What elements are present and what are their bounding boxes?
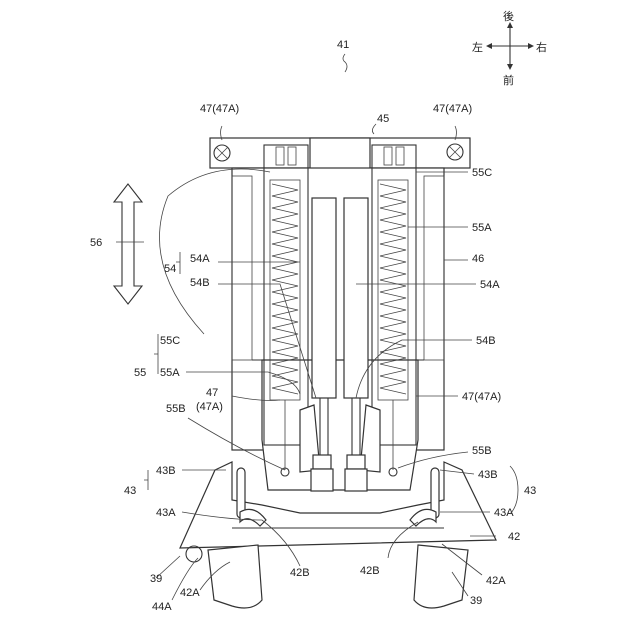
compass-left: 左 [472, 41, 483, 54]
direction-compass: 後 前 左 右 [472, 9, 547, 87]
ref-54a-left: 54A [190, 253, 210, 265]
ref-47-mid-right: 47(47A) [462, 391, 501, 403]
ref-47-right: 47(47A) [433, 103, 472, 115]
compass-back: 後 [503, 9, 514, 23]
ref-55a-right: 55A [472, 222, 492, 234]
ref-47-left: 47(47A) [200, 103, 239, 115]
ref-54: 54 [164, 263, 176, 275]
ref-55: 55 [134, 367, 146, 379]
ref-43-right: 43 [524, 485, 536, 497]
ref-56: 56 [90, 237, 102, 249]
ref-55c-right: 55C [472, 167, 492, 179]
ref-55a-left: 55A [160, 367, 180, 379]
ref-47-mid-left-a: 47 [206, 387, 218, 399]
ref-43a-left: 43A [156, 507, 176, 519]
ref-42b-left: 42B [290, 567, 310, 579]
ref-42a-right: 42A [486, 575, 506, 587]
ref-47-mid-left-b: (47A) [196, 401, 223, 413]
ref-43: 43 [124, 485, 136, 497]
ref-54a-right: 54A [480, 279, 500, 291]
ref-46: 46 [472, 253, 484, 265]
compass-right: 右 [536, 40, 547, 54]
ref-54b-left: 54B [190, 277, 210, 289]
ref-55b-right: 55B [472, 445, 492, 457]
ref-55b-left: 55B [166, 403, 186, 415]
ref-54b-right: 54B [476, 335, 496, 347]
ref-44a: 44A [152, 601, 172, 613]
compass-front: 前 [503, 73, 514, 87]
ref-55c-left: 55C [160, 335, 180, 347]
figure-reference-label: 41 [337, 39, 349, 51]
ref-39-left: 39 [150, 573, 162, 585]
ref-42b-right: 42B [360, 565, 380, 577]
ref-45: 45 [377, 113, 389, 125]
ref-42-right: 42 [508, 531, 520, 543]
ref-43b-right: 43B [478, 469, 498, 481]
ref-42a-left: 42A [180, 587, 200, 599]
ref-39-right: 39 [470, 595, 482, 607]
movement-arrow [114, 184, 142, 304]
ref-43b-left: 43B [156, 465, 176, 477]
